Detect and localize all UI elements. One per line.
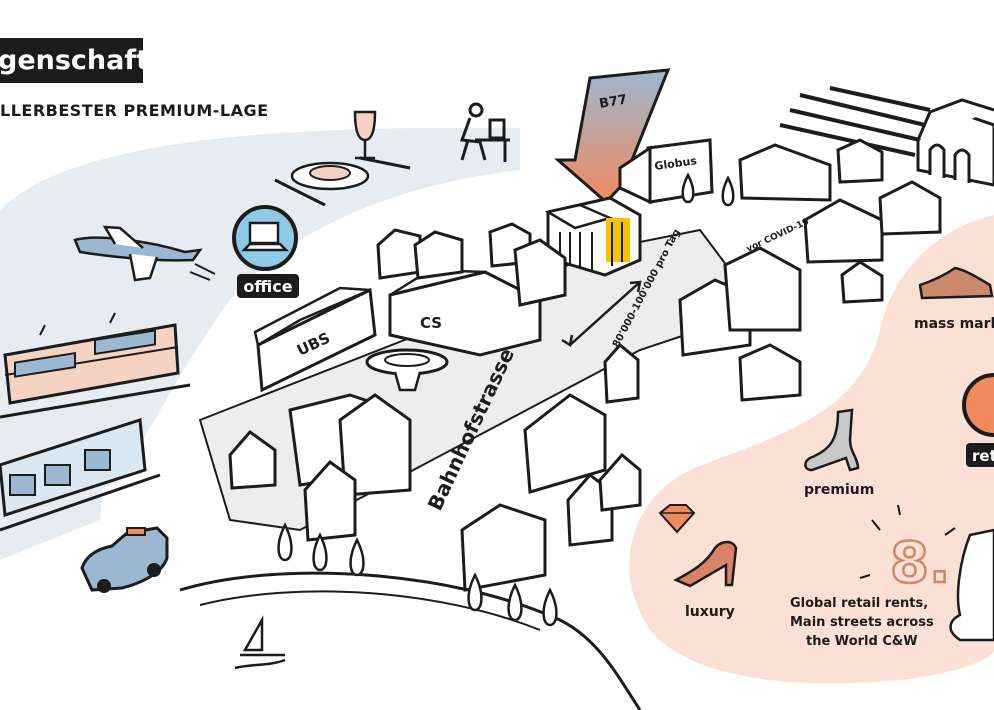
office-badge: [237, 274, 299, 298]
trees: [277, 172, 735, 627]
cs-label: CS: [420, 314, 442, 332]
train-icon: [0, 312, 191, 419]
boot-icon: [804, 408, 860, 472]
covid-label: vor COVID-19: [745, 217, 811, 255]
globus-building: Globus: [618, 138, 714, 205]
rents-line-1: Global retail rents,: [790, 596, 928, 611]
dining-icon: [274, 110, 411, 207]
arrow-label: B77: [598, 92, 628, 112]
airplane-icon: [73, 225, 216, 282]
store-icon: [962, 373, 994, 437]
page-subtitle: LLERBESTER PREMIUM-LAGE: [0, 101, 269, 120]
gold-facade: [606, 218, 630, 262]
premium-label: premium: [804, 482, 874, 498]
rents-line-3: the World C&W: [806, 634, 918, 649]
sailboat-icon: [234, 615, 286, 670]
diamond-icon: [658, 504, 696, 534]
rents-line-2: Main streets across: [790, 615, 934, 630]
mass-market-label: mass marke: [914, 316, 994, 332]
receipt-icon: [949, 528, 994, 642]
houses: [228, 138, 942, 592]
high-heel-icon: [673, 540, 738, 588]
plaza-fountain: [365, 348, 449, 392]
train-station: [916, 98, 994, 187]
luxury-label: luxury: [685, 604, 735, 620]
laptop-icon: [232, 205, 298, 271]
rank-number: 8.: [890, 531, 950, 596]
page-title: genschaft: [0, 38, 143, 83]
tram-icon: [0, 418, 161, 532]
lake-shore: [179, 571, 642, 710]
office-label: office: [243, 277, 292, 296]
rank-sparkles: [859, 504, 956, 579]
desk-worker-icon: [459, 102, 510, 162]
taxi-icon: [80, 526, 169, 593]
lake-shore-inner: [199, 590, 541, 631]
globus-label: Globus: [654, 154, 698, 173]
rail-tracks: [779, 86, 931, 157]
ubs-building: UBS: [253, 286, 377, 393]
ret-badge: [966, 443, 994, 467]
ret-label: ret: [972, 447, 994, 465]
traffic-arrow: [561, 280, 642, 348]
sneaker-icon: [918, 266, 994, 300]
target-building: [544, 196, 642, 277]
